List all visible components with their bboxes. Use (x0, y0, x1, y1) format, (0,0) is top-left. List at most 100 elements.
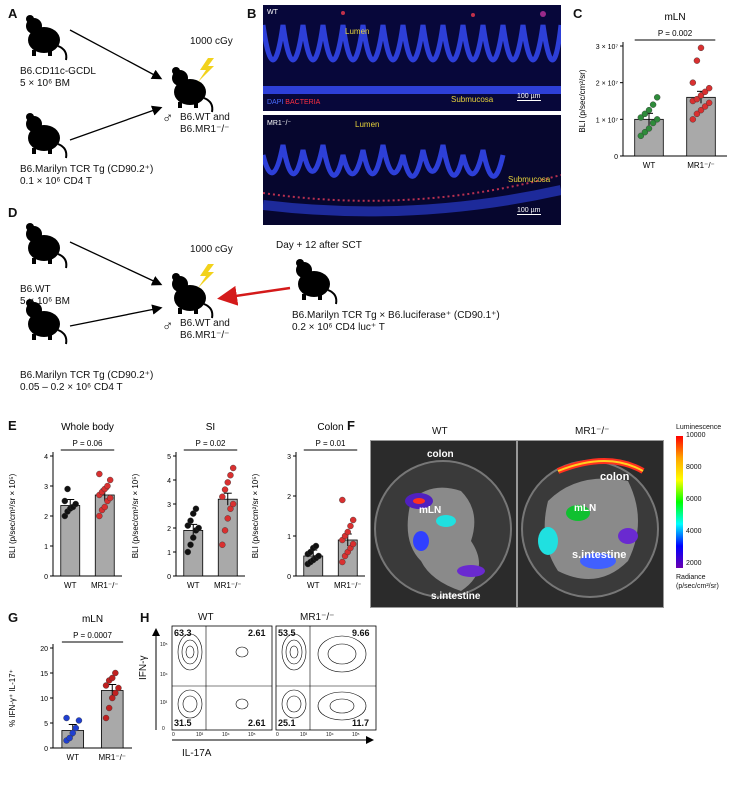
scale-bar-2: 100 µm (517, 207, 541, 215)
data-point (104, 482, 111, 490)
donor2-strain: B6.Marilyn TCR Tg (CD90.2⁺) (20, 164, 154, 175)
data-point (101, 503, 108, 511)
data-point (312, 542, 320, 550)
micrograph-wt: WT Lumen Submucosa DAPI BACTERIA 100 µm (263, 5, 561, 111)
p-value: P = 0.002 (658, 29, 693, 38)
y-axis-label: BLI (p/sec/cm²/sr × 10⁵) (251, 473, 260, 558)
data-point (190, 534, 197, 541)
h-xtick: 10⁵ (352, 732, 360, 738)
data-point (689, 79, 697, 86)
p-value: P = 0.0007 (73, 631, 112, 640)
panel-label-e: E (8, 418, 17, 433)
x-tick-label: MR1⁻/⁻ (91, 581, 119, 590)
data-point (339, 496, 346, 504)
colon-label-wt: colon (427, 449, 454, 460)
data-point (219, 541, 226, 549)
luminescence-scale: Luminescence 10000 8000 6000 4000 2000 R… (676, 418, 735, 598)
panel-label-g: G (8, 610, 19, 625)
injection-line2: 0.2 × 10⁶ CD4 luc⁺ T (292, 322, 385, 333)
y-tick-label: 2 (44, 514, 48, 521)
panel-label-b: B (247, 6, 257, 21)
chart-title: mLN (664, 12, 685, 23)
h-ylabel: IFN-γ (138, 655, 149, 680)
p-value: P = 0.06 (73, 439, 103, 448)
h-wt-label: WT (198, 612, 214, 623)
q-wt-tl: 63.3 (174, 628, 192, 638)
data-point (637, 114, 645, 121)
y-tick-label: 5 (167, 454, 171, 461)
data-point (641, 128, 649, 136)
data-point (229, 464, 237, 472)
data-point (649, 101, 657, 108)
scale-tick: 6000 (686, 496, 702, 503)
x-tick-label: WT (643, 161, 656, 170)
h-xtick: 10⁵ (248, 732, 256, 738)
male-symbol-d: ♂ (162, 318, 174, 335)
donor1-strain: B6.CD11c-GCDL (20, 66, 96, 77)
data-point (187, 517, 194, 525)
data-point (227, 472, 234, 479)
data-point (693, 57, 701, 64)
dapi-label: DAPI (267, 99, 284, 106)
data-point (96, 470, 103, 478)
lumen-label-2: Lumen (355, 120, 380, 129)
y-tick-label: 2 (287, 494, 291, 501)
recipient-line2: B6.MR1⁻/⁻ (180, 124, 230, 135)
data-point (106, 476, 114, 484)
data-point (221, 486, 229, 493)
color-scale-bar (676, 436, 683, 568)
y-tick-label: 1 (287, 534, 291, 541)
q-wt-bl: 31.5 (174, 718, 192, 728)
data-point (224, 515, 231, 522)
data-point (184, 548, 192, 556)
chart-title: mLN (82, 614, 103, 625)
panel-d-diagram (25, 222, 338, 345)
panel-label-c: C (573, 6, 583, 21)
lumen-label: Lumen (345, 27, 370, 36)
data-point (75, 717, 83, 724)
h-ytick: 10³ (160, 700, 168, 706)
wt-tag: WT (267, 9, 278, 16)
y-tick-label: 15 (40, 671, 48, 678)
y-tick-label: 1 × 10⁷ (596, 117, 619, 124)
y-axis-label: BLI (p/sec/cm²/sr × 10⁵) (8, 473, 17, 558)
scale-title: Luminescence (676, 424, 722, 431)
donor2-dose: 0.1 × 10⁶ CD4 T (20, 176, 93, 187)
y-tick-label: 3 (167, 502, 171, 509)
donor2-strain-d: B6.Marilyn TCR Tg (CD90.2⁺) (20, 370, 154, 381)
colon-label-mr1: colon (600, 471, 630, 483)
chart-title: SI (206, 422, 215, 433)
data-point (697, 106, 705, 114)
y-tick-label: 2 × 10⁷ (596, 81, 619, 88)
h-xlabel: IL-17A (182, 748, 212, 759)
injected-mouse-icon (295, 258, 338, 305)
panel-h-flow (152, 625, 377, 744)
h-xtick: 0 (172, 732, 175, 738)
x-tick-label: MR1⁻/⁻ (687, 161, 715, 170)
data-point (653, 94, 661, 101)
chart-title: Colon (317, 422, 343, 433)
dish-wt: colon mLN s.intestine (370, 440, 517, 608)
y-axis-label: BLI (p/sec/cm²/sr) (578, 69, 587, 132)
data-point (701, 88, 709, 96)
data-point (641, 110, 649, 118)
recipient-mouse-icon (171, 66, 214, 113)
data-point (66, 734, 73, 742)
data-point (112, 689, 119, 697)
q-ko-bl: 25.1 (278, 718, 296, 728)
donor-mouse-icon (25, 112, 68, 159)
data-point (339, 558, 346, 566)
f-wt-label: WT (432, 426, 448, 437)
data-point (705, 84, 713, 92)
x-tick-label: MR1⁻/⁻ (214, 581, 242, 590)
radiance-unit: (p/sec/cm²/sr) (676, 583, 719, 590)
recipient-d-line2: B6.MR1⁻/⁻ (180, 330, 230, 341)
donor1-dose-d: 5 × 10⁶ BM (20, 296, 70, 307)
q-ko-tl: 53.5 (278, 628, 296, 638)
data-point (645, 125, 653, 132)
y-tick-label: 3 × 10⁷ (596, 44, 619, 51)
chart-title: Whole body (61, 422, 114, 433)
x-tick-label: MR1⁻/⁻ (98, 753, 126, 762)
